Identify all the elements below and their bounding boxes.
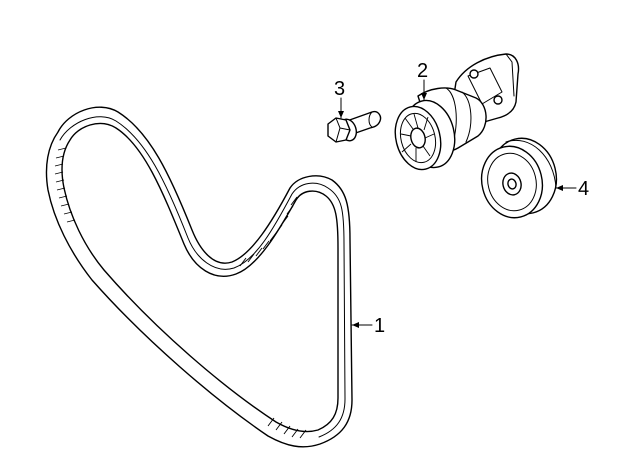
serpentine-belt[interactable] (45, 106, 353, 448)
bolt-hex-edge (339, 127, 351, 131)
belt-thickness-line (59, 116, 346, 438)
callout-1-number: 1 (374, 315, 385, 337)
belt-ribs-left (54, 147, 76, 223)
tensioner-pulley-rim (399, 112, 437, 164)
idler-pulley-band (505, 139, 557, 189)
idler-pulley[interactable] (474, 131, 564, 224)
belt-tensioner[interactable] (389, 53, 520, 174)
callout-2: 2 (417, 60, 428, 101)
callout-3: 3 (334, 78, 345, 119)
belt-ribs-bottom (267, 417, 307, 439)
bracket-bolt-hole (469, 69, 479, 79)
belt-ribs-middle (239, 196, 298, 267)
idler-pulley-rim (487, 152, 537, 212)
tensioner-pulley-spokes (400, 113, 435, 162)
idler-pulley-bore (507, 178, 517, 190)
callout-2-number: 2 (417, 60, 428, 82)
tensioner-body-band (461, 91, 472, 143)
callout-1: 1 (351, 315, 385, 337)
bolt[interactable] (327, 110, 382, 143)
bracket-edge (505, 53, 515, 97)
callout-3-number: 3 (334, 78, 345, 100)
callout-4: 4 (555, 178, 589, 200)
bracket-bolt-hole (493, 95, 503, 105)
callout-4-number: 4 (578, 178, 589, 200)
bracket-detail (467, 67, 503, 105)
tensioner-pulley-hub (410, 127, 426, 149)
bolt-shank-end (368, 111, 373, 128)
belt-inner-edge (61, 122, 339, 433)
